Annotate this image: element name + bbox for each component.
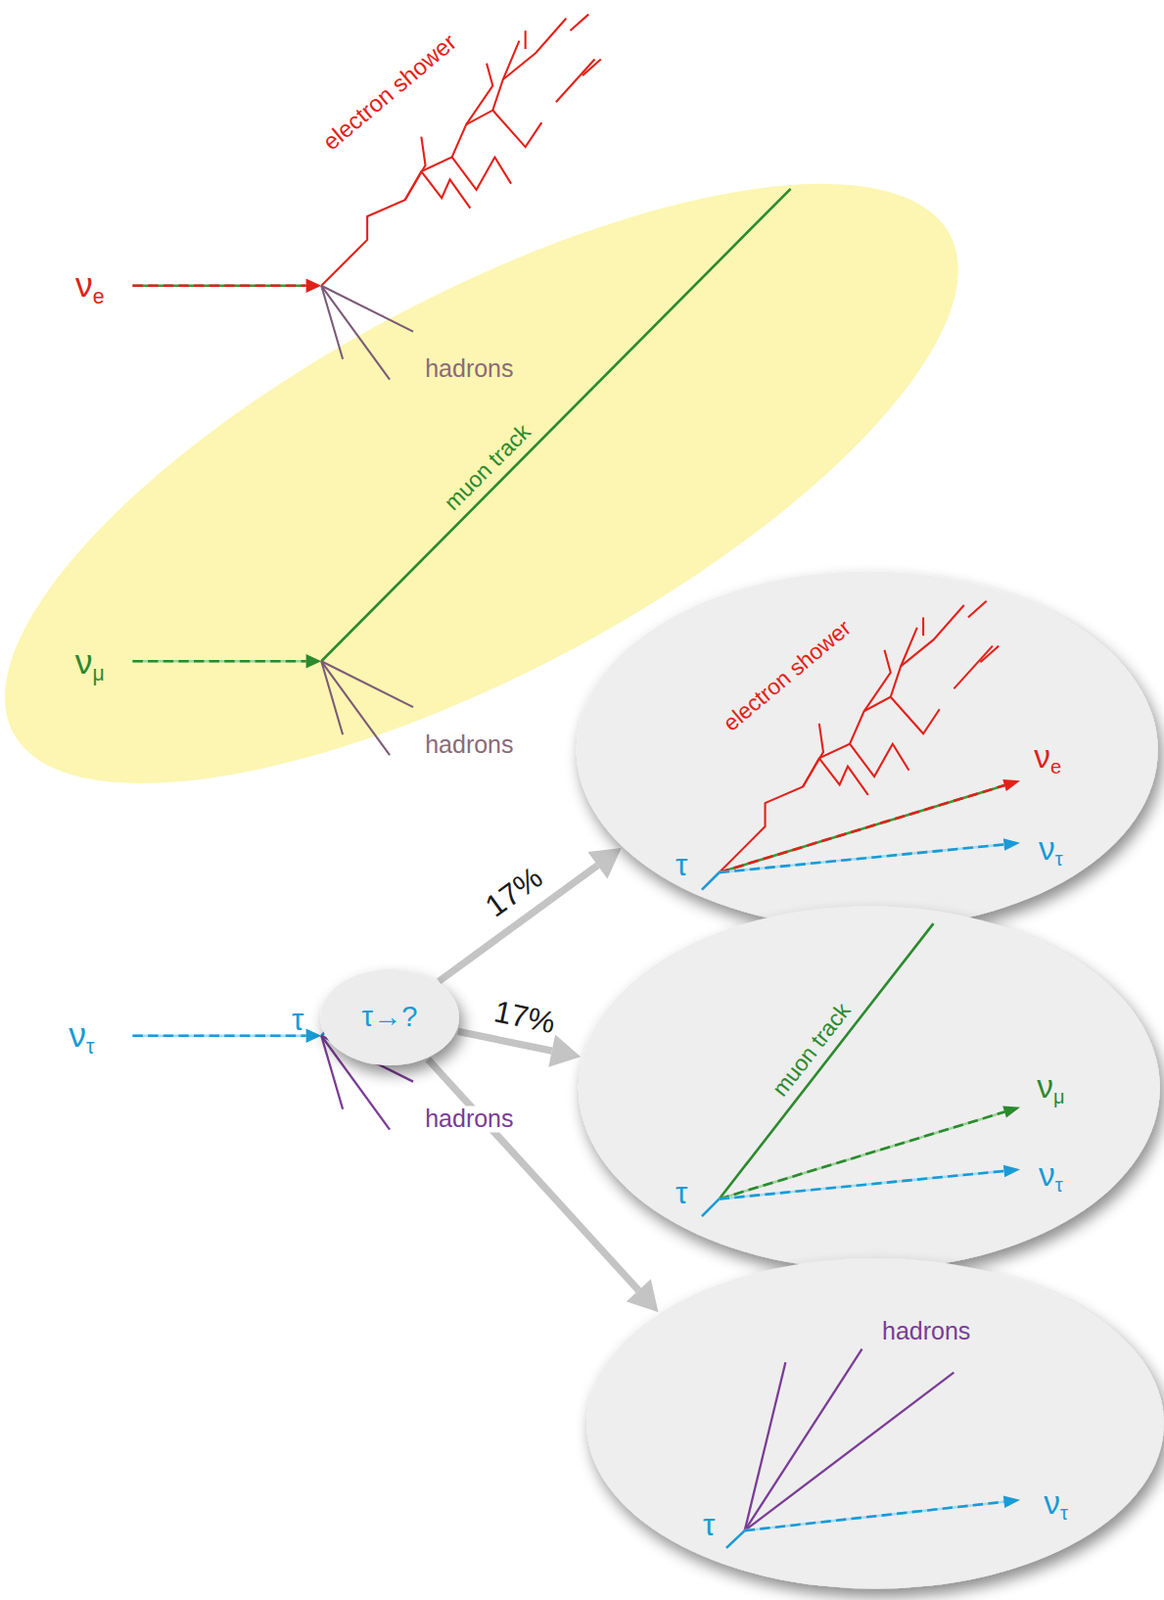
decay-ellipse-shape [578,905,1161,1269]
particle-label: hadrons [882,1318,971,1344]
percentage-label: 17% [491,995,559,1038]
decay-bubble: τ→? [320,969,460,1066]
particle-label: hadrons [420,1106,517,1133]
decay-ellipse-shape [586,1257,1164,1589]
neutrino-label: ντ [1043,1486,1069,1519]
decay-ellipse: muon track νμ τ ντ [578,905,1161,1269]
neutrino-label: νe [75,268,105,303]
decay-ellipse: hadrons τ ντ [586,1257,1164,1589]
hadron-line [321,1035,343,1110]
particle-illustration [132,14,791,756]
tau-label: τ [702,1509,715,1540]
arrow-shaft [427,1059,639,1291]
neutrino-label: νμ [1036,1070,1065,1103]
decay-label: τ→? [362,1002,419,1031]
branch-arrow [427,1059,658,1312]
shower-label: electron shower [319,29,462,154]
decay-ellipse-shape [576,571,1159,930]
branch-arrow [438,847,621,981]
arrow-head [548,1034,581,1068]
particle-label: hadrons [424,357,513,382]
arrow-head [306,1027,323,1043]
tau-label: τ [675,1178,688,1210]
neutrino-label: ντ [1038,1159,1064,1192]
track-label: muon track [440,419,535,514]
decay-ellipse: electron shower νe τ ντ [576,571,1159,930]
neutrino-label: νe [1033,741,1062,774]
tau-label: τ [291,1004,304,1035]
arrow-head [587,847,621,879]
neutrino-label: ντ [68,1018,94,1053]
highlight-ellipse: hadrons muon track hadrons [4,184,959,784]
track-label: muon track [769,999,856,1101]
hadron-lines [321,1035,414,1130]
decay-bubble-shape [320,969,460,1066]
shower-label: electron shower [719,615,856,736]
hadron-line [321,1035,414,1082]
tau-label: τ [675,849,688,881]
particle-illustration [701,601,1021,890]
arrow-head [626,1278,659,1312]
highlight-ellipse-shape [0,67,1039,899]
neutrino-line [132,1033,306,1037]
percentage-label: 17% [480,861,549,923]
particle-label: hadrons [424,732,513,757]
neutrino-line [132,1033,306,1037]
tau-line [321,1015,342,1036]
neutrino-label: ντ [1038,832,1064,865]
hadron-line [321,1035,390,1130]
branch-arrow [458,1030,581,1067]
particle-illustration [701,923,1021,1216]
particle-illustration [726,1349,1021,1548]
neutrino-label: νμ [75,646,105,681]
